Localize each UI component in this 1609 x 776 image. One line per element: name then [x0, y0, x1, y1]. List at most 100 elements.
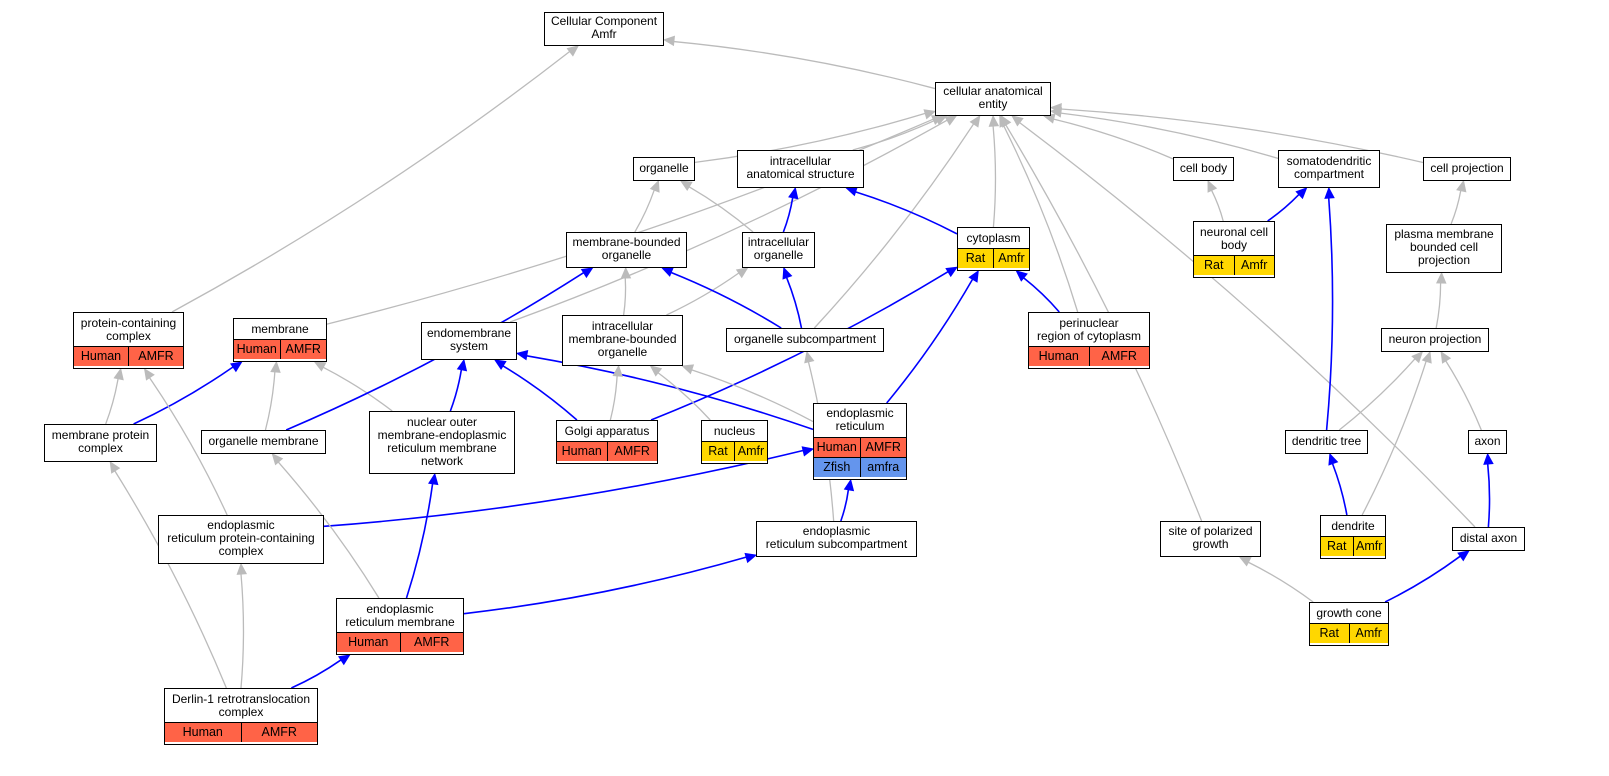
human-badge: Human — [165, 723, 241, 743]
node-endo-sys[interactable]: endomembrane system — [421, 322, 517, 360]
edge-arrowhead — [612, 364, 623, 377]
node-cae[interactable]: cellular anatomical entity — [935, 82, 1051, 116]
edge-part-of — [1331, 463, 1348, 516]
human-badge: AMFR — [399, 633, 463, 653]
edge-arrowhead — [662, 35, 675, 47]
edge-arrowhead — [988, 114, 1000, 127]
node-label: axon — [1474, 433, 1501, 448]
edge-arrowhead — [1411, 351, 1424, 364]
node-somato[interactable]: somatodendritic compartment — [1278, 150, 1380, 188]
rat-badge: Rat — [1310, 624, 1349, 644]
zfish-badge: amfra — [859, 457, 906, 477]
node-ersub[interactable]: endoplasmic reticulum subcompartment — [756, 521, 917, 557]
edge-arrowhead — [735, 267, 749, 279]
node-axon[interactable]: axon — [1468, 430, 1507, 454]
node-label: dendrite — [1331, 518, 1375, 533]
node-neuron-proj[interactable]: neuron projection — [1381, 328, 1489, 352]
rat-badge: Amfr — [1233, 256, 1274, 276]
edge-part-of — [323, 449, 804, 528]
edge-is-a — [666, 272, 740, 316]
node-ias[interactable]: intracellular anatomical structure — [737, 150, 864, 188]
edge-is-a — [657, 372, 711, 421]
edge-arrowhead — [801, 446, 815, 457]
node-label: intracellular membrane-bounded organelle — [568, 319, 677, 360]
edge-arrowhead — [1011, 115, 1024, 127]
node-label: organelle membrane — [208, 433, 319, 448]
edge-arrowhead — [649, 365, 663, 377]
rat-badge: Amfr — [1348, 624, 1388, 644]
edge-arrowhead — [1328, 452, 1339, 466]
edge-arrowhead — [782, 266, 793, 280]
edge-arrowhead — [923, 109, 937, 120]
node-io[interactable]: intracellular organelle — [742, 232, 815, 268]
edge-arrowhead — [804, 350, 815, 364]
node-org-sub[interactable]: organelle subcompartment — [726, 328, 884, 352]
edge-arrowhead — [109, 460, 121, 474]
edge-is-a — [609, 375, 618, 421]
edge-arrowhead — [681, 364, 695, 375]
edge-part-of — [840, 489, 850, 522]
node-spg[interactable]: site of polarized growth — [1160, 521, 1261, 557]
edge-part-of — [886, 278, 974, 404]
edge-part-of — [855, 191, 958, 235]
edge-arrowhead — [313, 361, 327, 372]
node-label: neuronal cell body — [1199, 224, 1269, 252]
node-label: intracellular organelle — [747, 235, 810, 263]
node-label: cellular anatomical entity — [943, 84, 1043, 112]
edge-part-of — [1486, 463, 1491, 528]
node-label: endoplasmic reticulum subcompartment — [765, 524, 908, 552]
edge-is-a — [1338, 358, 1416, 431]
node-label: Derlin-1 retrotranslocation complex — [171, 691, 311, 719]
edge-part-of — [670, 271, 782, 329]
edge-part-of — [133, 366, 234, 425]
edge-arrowhead — [620, 266, 632, 279]
node-label: site of polarized growth — [1168, 524, 1253, 552]
edge-is-a — [105, 378, 119, 425]
node-label: endoplasmic reticulum protein-containing… — [167, 518, 315, 559]
node-nomer[interactable]: nuclear outer membrane-endoplasmic retic… — [369, 411, 515, 474]
node-erpcc[interactable]: endoplasmic reticulum protein-containing… — [158, 515, 324, 564]
node-imbo[interactable]: intracellular membrane-bounded organelle — [562, 315, 683, 366]
node-org-mem[interactable]: organelle membrane — [201, 430, 326, 454]
node-cell-body[interactable]: cell body — [1173, 157, 1234, 181]
node-cell-proj[interactable]: cell projection — [1423, 157, 1511, 181]
human-badge: AMFR — [128, 347, 183, 367]
node-label: organelle — [639, 160, 689, 175]
node-organelle[interactable]: organelle — [633, 157, 695, 181]
node-pmbcp[interactable]: plasma membrane bounded cell projection — [1386, 224, 1502, 273]
node-mpc[interactable]: membrane protein complex — [44, 424, 157, 462]
edge-part-of — [1023, 277, 1060, 313]
edge-arrowhead — [1440, 350, 1452, 364]
node-dend-tree[interactable]: dendritic tree — [1285, 430, 1368, 454]
node-mbo[interactable]: membrane-bounded organelle — [566, 232, 687, 268]
human-badge: Human — [74, 347, 128, 367]
edge-arrowhead — [143, 367, 155, 381]
edge-arrowhead — [580, 267, 594, 279]
edge-part-of — [463, 556, 747, 615]
node-distal-axon[interactable]: distal axon — [1452, 527, 1525, 551]
human-badge: AMFR — [240, 723, 317, 743]
human-badge: Human — [337, 633, 400, 653]
human-badge: Human — [1029, 347, 1089, 367]
node-label: membrane-bounded organelle — [572, 235, 681, 263]
node-cc-root[interactable]: Cellular Component Amfr — [544, 12, 664, 46]
